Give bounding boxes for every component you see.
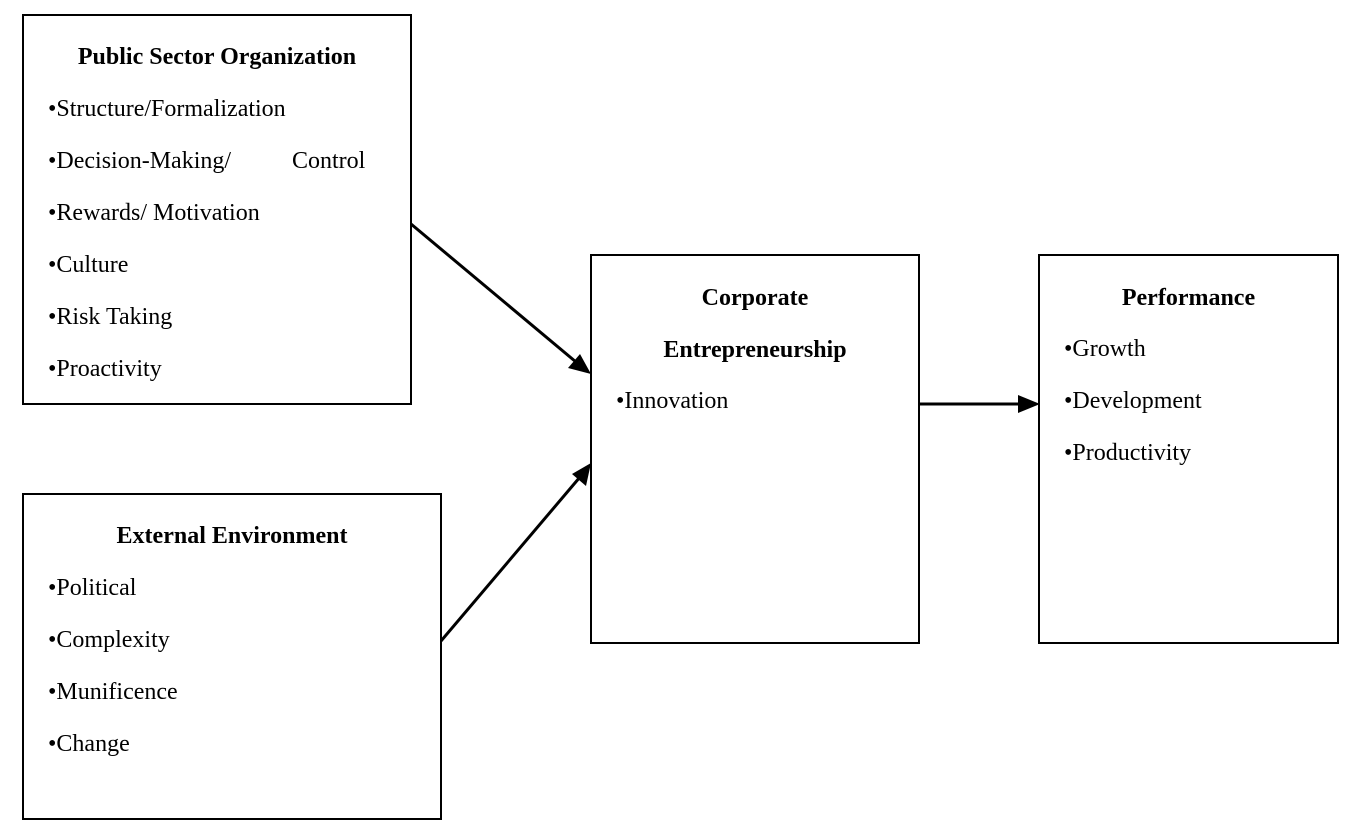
list-item: •Productivity <box>1064 440 1192 466</box>
list-item: •Proactivity <box>48 356 162 382</box>
list-item: •Risk Taking <box>48 304 173 330</box>
list-item: •Culture <box>48 252 129 278</box>
public-sector-organization-box: Public Sector Organization •Structure/Fo… <box>22 14 412 405</box>
list-item: •Development <box>1064 388 1202 414</box>
list-item: •Rewards/ Motivation <box>48 200 260 226</box>
corporate-title-line2: Entrepreneurship <box>663 337 847 363</box>
list-item: •Munificence <box>48 679 178 705</box>
external-environment-title: External Environment <box>116 523 348 549</box>
arrow-public-to-corporate <box>410 222 591 374</box>
list-item: •Innovation <box>616 388 729 414</box>
performance-title: Performance <box>1121 285 1256 311</box>
list-item-part: Control <box>292 148 366 174</box>
list-item: •Growth <box>1064 336 1146 362</box>
list-item: •Political <box>48 575 137 601</box>
corporate-entrepreneurship-box: Corporate Entrepreneurship •Innovation <box>590 254 920 644</box>
arrow-external-to-corporate <box>439 463 591 642</box>
corporate-title-line1: Corporate <box>701 285 809 311</box>
arrow-corporate-to-performance <box>919 395 1040 413</box>
external-environment-box: External Environment •Political •Complex… <box>22 493 442 820</box>
list-item: •Complexity <box>48 627 170 653</box>
list-item-part: •Decision-Making/ <box>48 148 232 174</box>
public-sector-title: Public Sector Organization <box>77 44 357 70</box>
performance-box: Performance •Growth •Development •Produc… <box>1038 254 1339 644</box>
list-item: •Change <box>48 731 130 757</box>
list-item: •Structure/Formalization <box>48 96 286 122</box>
